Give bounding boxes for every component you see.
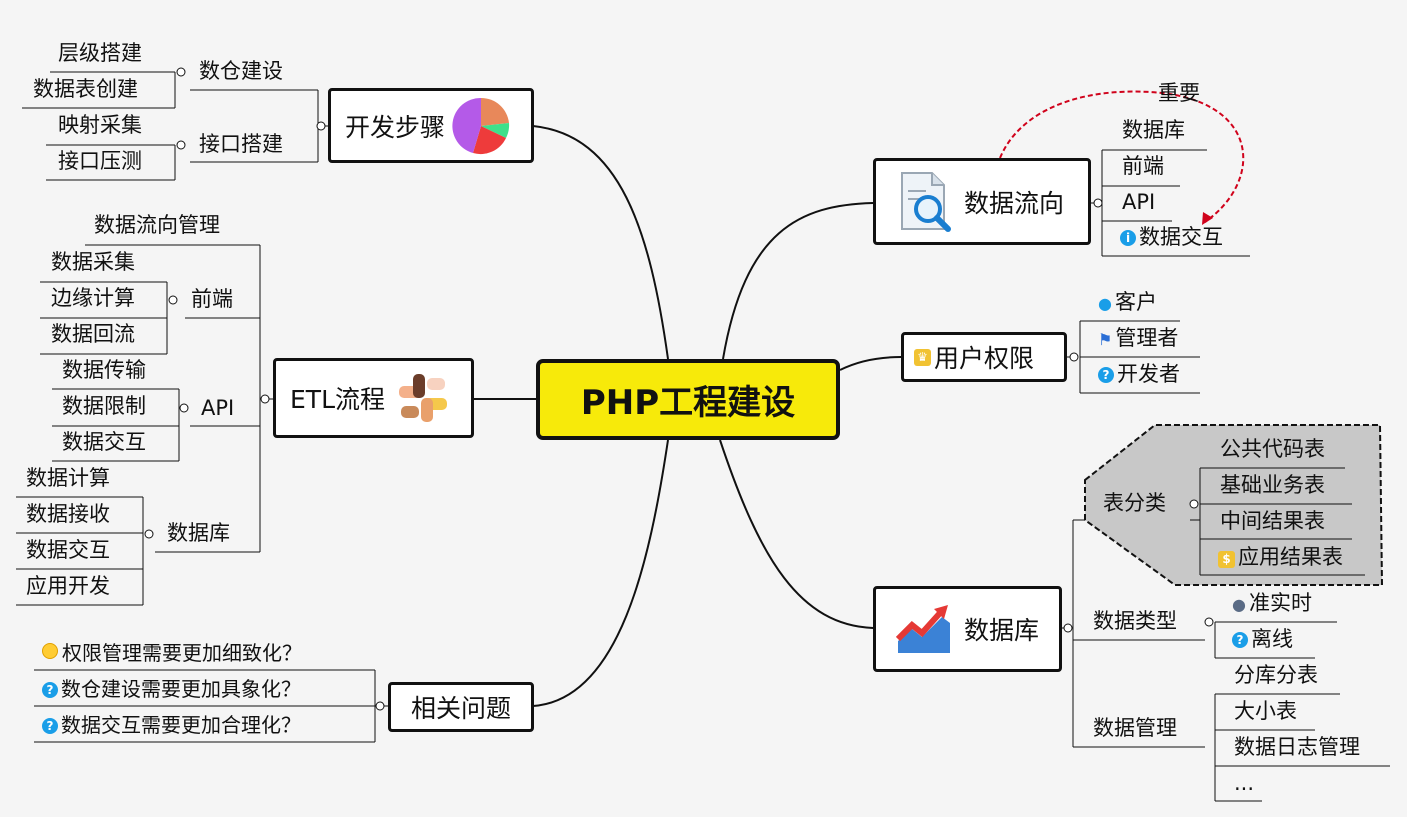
trophy-icon: ♛ (914, 348, 931, 366)
node-yace[interactable]: 接口压测 (58, 149, 142, 173)
node-lx-jiaohu-label: 数据交互 (1139, 225, 1223, 249)
node-fenku[interactable]: 分库分表 (1234, 663, 1318, 687)
node-chuanshu[interactable]: 数据传输 (62, 358, 146, 382)
node-wenti-1[interactable]: 权限管理需要更加细致化？ (42, 640, 302, 666)
branch-line-quanxian (839, 356, 902, 371)
node-wenti-2-label: 数仓建设需要更加具象化？ (61, 677, 301, 701)
topic-db[interactable]: 数据库 (873, 586, 1062, 672)
topic-kaifa-label: 开发步骤 (345, 112, 446, 142)
info-icon: i (1120, 230, 1136, 246)
table-category-group (1084, 424, 1384, 586)
node-guanli[interactable]: 数据管理 (1093, 716, 1177, 740)
topic-liuxiang-label: 数据流向 (964, 188, 1065, 218)
node-kaifazhe-label: 开发者 (1117, 362, 1180, 386)
node-zhongjian[interactable]: 中间结果表 (1220, 509, 1325, 533)
node-biaofenlei[interactable]: 表分类 (1103, 491, 1166, 515)
dollar-icon: $ (1218, 551, 1235, 568)
node-lx-qianduan[interactable]: 前端 (1122, 154, 1164, 178)
topic-wenti-label: 相关问题 (410, 694, 511, 723)
pie-chart-icon (452, 97, 510, 154)
smile-icon (42, 643, 58, 659)
question-icon: ? (1232, 632, 1248, 648)
central-topic-label: PHP工程建设 (580, 383, 796, 423)
node-rizhi[interactable]: 数据日志管理 (1234, 735, 1360, 759)
node-lixian-label: 离线 (1251, 627, 1293, 651)
node-leixing[interactable]: 数据类型 (1093, 609, 1177, 633)
node-caiji[interactable]: 数据采集 (51, 250, 135, 274)
branch-line-liuxiang (722, 202, 874, 360)
node-kehu[interactable]: ●客户 (1098, 289, 1157, 317)
node-jieshou[interactable]: 数据接收 (26, 502, 110, 526)
question-icon: ? (42, 718, 58, 734)
node-jiekou[interactable]: 接口搭建 (199, 132, 283, 156)
node-wenti-3-label: 数据交互需要更加合理化？ (61, 713, 301, 737)
node-shucang[interactable]: 数仓建设 (199, 59, 283, 83)
branch-line-kaifa (532, 125, 669, 360)
node-gonggong[interactable]: 公共代码表 (1220, 437, 1325, 461)
node-jiaohu-api[interactable]: 数据交互 (62, 430, 146, 454)
topic-etl[interactable]: ETL流程 (273, 358, 474, 438)
node-yingshe[interactable]: 映射采集 (58, 113, 142, 137)
topic-quanxian[interactable]: ♛ 用户权限 (901, 332, 1067, 382)
topic-kaifa[interactable]: 开发步骤 (328, 88, 534, 163)
node-guanlizhe[interactable]: ⚑管理者 (1098, 325, 1178, 353)
node-liuxiang-guanli[interactable]: 数据流向管理 (94, 213, 220, 237)
topic-db-label: 数据库 (964, 616, 1040, 645)
topic-liuxiang[interactable]: 数据流向 (873, 158, 1091, 245)
node-shujubiao[interactable]: 数据表创建 (33, 77, 138, 101)
node-kehu-label: 客户 (1114, 290, 1157, 314)
node-lx-api[interactable]: API (1122, 190, 1156, 214)
node-api[interactable]: API (201, 396, 235, 420)
callout-zhongyao[interactable]: 重要 (1158, 81, 1200, 105)
node-yingyong[interactable]: 应用开发 (26, 574, 110, 598)
node-jiaohu-db[interactable]: 数据交互 (26, 538, 110, 562)
topic-wenti[interactable]: 相关问题 (388, 682, 534, 732)
node-wenti-3[interactable]: ?数据交互需要更加合理化？ (42, 712, 301, 738)
person-icon: ● (1232, 595, 1246, 614)
node-jisuan[interactable]: 数据计算 (26, 466, 110, 490)
branch-line-wenti (532, 439, 669, 707)
callout-arrowhead (1202, 212, 1213, 225)
node-zhunshishi[interactable]: ●准实时 (1232, 590, 1312, 618)
growth-chart-icon (896, 605, 950, 653)
node-zhunshishi-label: 准实时 (1248, 591, 1312, 615)
node-wenti-2[interactable]: ?数仓建设需要更加具象化？ (42, 676, 301, 702)
question-icon: ? (42, 682, 58, 698)
node-daxiaobiao[interactable]: 大小表 (1234, 699, 1297, 723)
node-lixian[interactable]: ?离线 (1232, 626, 1293, 652)
branch-line-db (719, 439, 874, 629)
node-xianzhi[interactable]: 数据限制 (62, 394, 146, 418)
topic-quanxian-label: 用户权限 (934, 344, 1035, 373)
node-bianyuan[interactable]: 边缘计算 (51, 286, 135, 310)
node-huiliu[interactable]: 数据回流 (51, 322, 135, 346)
node-etl-shujuku[interactable]: 数据库 (167, 521, 230, 545)
node-lx-shujuku[interactable]: 数据库 (1122, 118, 1185, 142)
node-yingyongjieguo-label: 应用结果表 (1238, 545, 1343, 569)
callout-arrow (999, 90, 1245, 223)
node-kaifazhe[interactable]: ?开发者 (1098, 361, 1180, 387)
node-cengji[interactable]: 层级搭建 (58, 41, 142, 65)
question-icon: ? (1098, 367, 1114, 383)
node-guanlizhe-label: 管理者 (1115, 326, 1179, 350)
teamwork-hands-icon (399, 374, 447, 422)
node-wenti-1-label: 权限管理需要更加细致化？ (62, 641, 302, 665)
flag-icon: ⚑ (1098, 330, 1113, 349)
node-yingyongjieguo[interactable]: $应用结果表 (1218, 544, 1343, 570)
node-qianduan[interactable]: 前端 (191, 287, 233, 311)
node-jichu[interactable]: 基础业务表 (1220, 473, 1325, 497)
central-topic[interactable]: PHP工程建设 (536, 359, 840, 440)
document-search-icon (901, 171, 951, 232)
node-more[interactable]: ... (1234, 771, 1255, 795)
user-icon: ● (1098, 294, 1112, 313)
topic-etl-label: ETL流程 (290, 385, 385, 414)
